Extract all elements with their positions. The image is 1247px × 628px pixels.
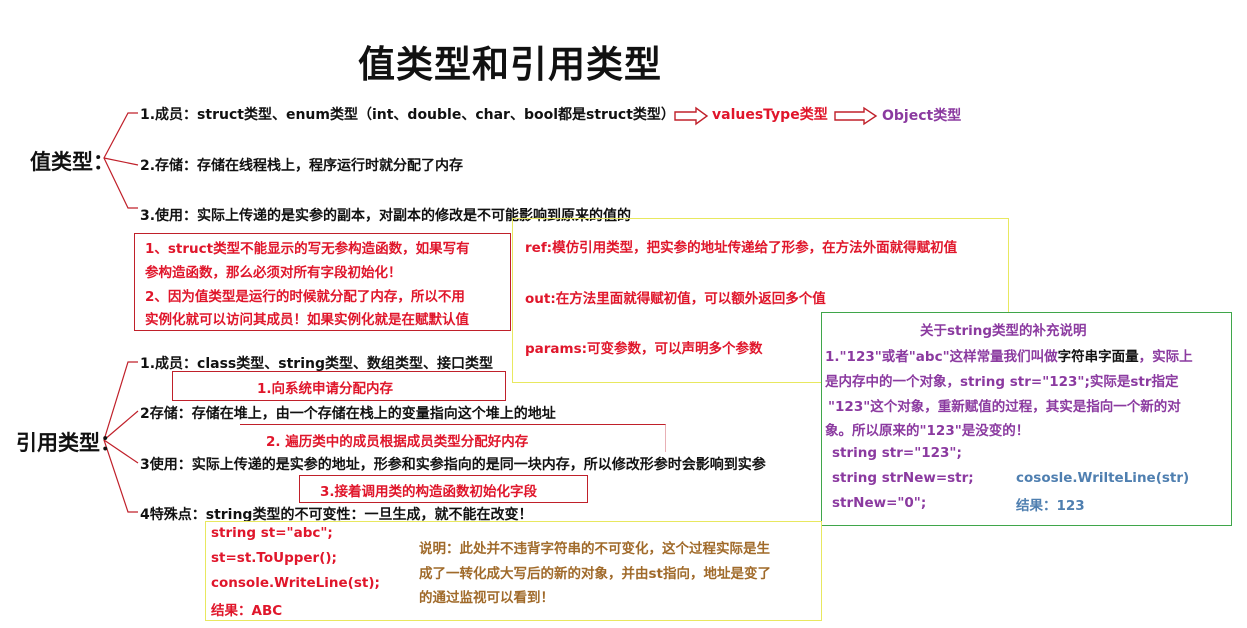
string-note-box: 关于string类型的补充说明 1."123"或者"abc"这样常量我们叫做字符… [821, 312, 1232, 526]
page-title: 值类型和引用类型 [358, 43, 662, 86]
allocation-step-3: 3.接着调用类的构造函数初始化字段 [320, 484, 538, 500]
value-type-label: 值类型： [30, 150, 114, 174]
value-type-storage: 2.存储：存储在线程栈上，程序运行时就分配了内存 [140, 158, 464, 174]
code-line-4: 结果：ABC [211, 603, 283, 619]
ref-note: ref:模仿引用类型，把实参的地址传递给了形参，在方法外面就得赋初值 [525, 240, 958, 256]
code-line-3: console.WriteLine(st); [211, 575, 380, 591]
string-code-line-2: string strNew=str; [832, 470, 974, 486]
struct-note-line-3: 2、因为值类型是运行的时候就分配了内存，所以不用 [145, 289, 465, 305]
reference-type-usage: 3使用：实际上传递的是实参的地址，形参和实参指向的是同一块内存，所以修改形参时会… [140, 457, 766, 473]
out-note: out:在方法里面就得赋初值，可以额外返回多个值 [525, 291, 826, 307]
params-note: params:可变参数，可以声明多个参数 [525, 341, 763, 357]
string-note-line-1: 1."123"或者"abc"这样常量我们叫做字符串字面量，实际上 [825, 345, 1193, 365]
explain-line-3: 的通过监视可以看到！ [419, 590, 554, 606]
string-literal-term: 字符串字面量 [1057, 349, 1139, 365]
allocation-step-1-box: 1.向系统申请分配内存 [172, 371, 506, 401]
explain-line-2: 成了一转化成大写后的新的对象，并由st指向，地址是变了 [419, 566, 771, 582]
allocation-step-2-box: 2. 遍历类中的成员根据成员类型分配好内存 [240, 424, 666, 452]
object-type-label: Object类型 [882, 108, 962, 124]
string-immutability-box: string st="abc"; st=st.ToUpper(); consol… [205, 521, 822, 621]
allocation-step-2: 2. 遍历类中的成员根据成员类型分配好内存 [266, 434, 529, 450]
string-note-line-2c: 实际是str指定 [1089, 374, 1179, 390]
values-type-label: valuesType类型 [712, 107, 828, 123]
allocation-step-3-box: 3.接着调用类的构造函数初始化字段 [299, 475, 588, 503]
reference-type-storage: 2存储：存储在堆上，由一个存储在栈上的变量指向这个堆上的地址 [140, 406, 556, 422]
reference-type-label: 引用类型： [16, 431, 121, 455]
string-note-line-4: 象。所以原来的"123"是没变的！ [825, 423, 1030, 439]
struct-notes-box: 1、struct类型不能显示的写无参构造函数，如果写有 参构造函数，那么必须对所… [134, 233, 511, 331]
string-output-result: 结果：123 [1016, 498, 1085, 514]
string-note-line-2: 是内存中的一个对象，string str="123";实际是str指定 [825, 370, 1179, 390]
string-note-title: 关于string类型的补充说明 [920, 323, 1087, 339]
string-note-line-1c: ，实际上 [1138, 349, 1193, 365]
reference-type-member: 1.成员：class类型、string类型、数组类型、接口类型 [140, 356, 493, 372]
string-code-line-3: strNew="0"; [832, 495, 927, 511]
value-type-member: 1.成员：struct类型、enum类型（int、double、char、boo… [140, 107, 675, 123]
struct-note-line-1: 1、struct类型不能显示的写无参构造函数，如果写有 [145, 241, 470, 257]
struct-note-line-4: 实例化就可以访问其成员！如果实例化就是在赋默认值 [145, 312, 469, 328]
string-code-line-1: string str="123"; [832, 445, 962, 461]
reference-type-special: 4特殊点：string类型的不可变性：一旦生成，就不能在改变！ [140, 507, 533, 523]
string-note-line-3: "123"这个对象，重新赋值的过程，其实是指向一个新的对 [828, 399, 1181, 415]
string-note-line-2b: string str="123"; [960, 374, 1090, 390]
string-note-line-1a: 1."123"或者"abc"这样常量我们叫做 [825, 349, 1058, 365]
code-line-2: st=st.ToUpper(); [211, 550, 337, 566]
value-type-usage: 3.使用：实际上传递的是实参的副本，对副本的修改是不可能影响到原来的值的 [140, 208, 632, 224]
string-output-call: cososle.WrilteLine(str) [1016, 470, 1190, 486]
code-line-1: string st="abc"; [211, 525, 333, 541]
allocation-step-1: 1.向系统申请分配内存 [257, 381, 394, 397]
struct-note-line-2: 参构造函数，那么必须对所有字段初始化！ [145, 265, 402, 281]
string-note-line-2a: 是内存中的一个对象， [825, 374, 960, 390]
parameter-modifiers-box: ref:模仿引用类型，把实参的地址传递给了形参，在方法外面就得赋初值 out:在… [512, 218, 1009, 383]
explain-line-1: 说明：此处并不违背字符串的不可变化，这个过程实际是生 [419, 541, 770, 557]
